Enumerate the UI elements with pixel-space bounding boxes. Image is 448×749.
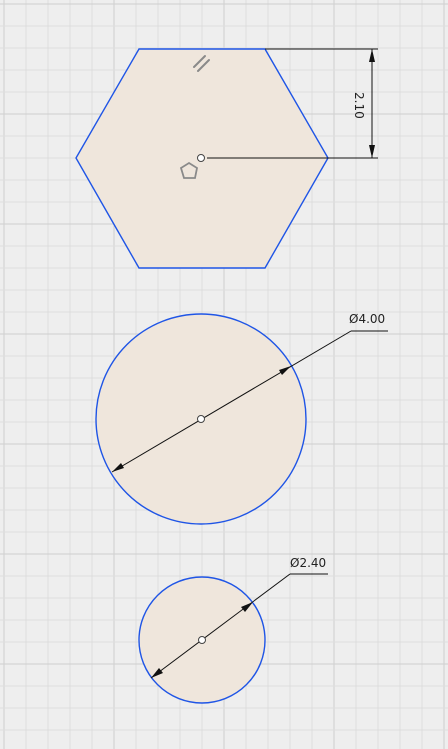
dimension-arrow-icon xyxy=(369,49,375,62)
large-circle-center-point[interactable] xyxy=(197,415,205,423)
large-circle-diameter-dimension[interactable]: Ø4.00 xyxy=(111,312,388,473)
hexagon-dimension-label[interactable]: 2.10 xyxy=(352,92,366,119)
dimension-line xyxy=(111,330,352,473)
dimension-arrow-icon xyxy=(112,463,124,472)
hexagon-height-dimension[interactable]: 2.10 xyxy=(207,48,378,159)
dimension-arrow-icon xyxy=(369,145,375,158)
small-circle-sketch[interactable]: Ø2.40 xyxy=(138,556,328,704)
small-circle-center-point[interactable] xyxy=(198,636,206,644)
hexagon-center-point[interactable] xyxy=(197,154,205,162)
dimension-line xyxy=(150,573,291,679)
parallel-constraint-icon[interactable] xyxy=(193,55,210,72)
dimension-arrow-icon xyxy=(241,602,253,612)
polygon-constraint-icon[interactable] xyxy=(179,161,199,179)
dimension-arrow-icon xyxy=(151,668,163,678)
large-circle-dimension-label[interactable]: Ø4.00 xyxy=(349,312,385,326)
dimension-arrow-icon xyxy=(279,366,291,375)
small-circle-dimension-label[interactable]: Ø2.40 xyxy=(290,556,326,570)
small-circle-diameter-dimension[interactable]: Ø2.40 xyxy=(150,556,328,679)
hexagon-sketch[interactable]: 2.10 xyxy=(75,48,378,269)
large-circle-sketch[interactable]: Ø4.00 xyxy=(95,312,388,525)
